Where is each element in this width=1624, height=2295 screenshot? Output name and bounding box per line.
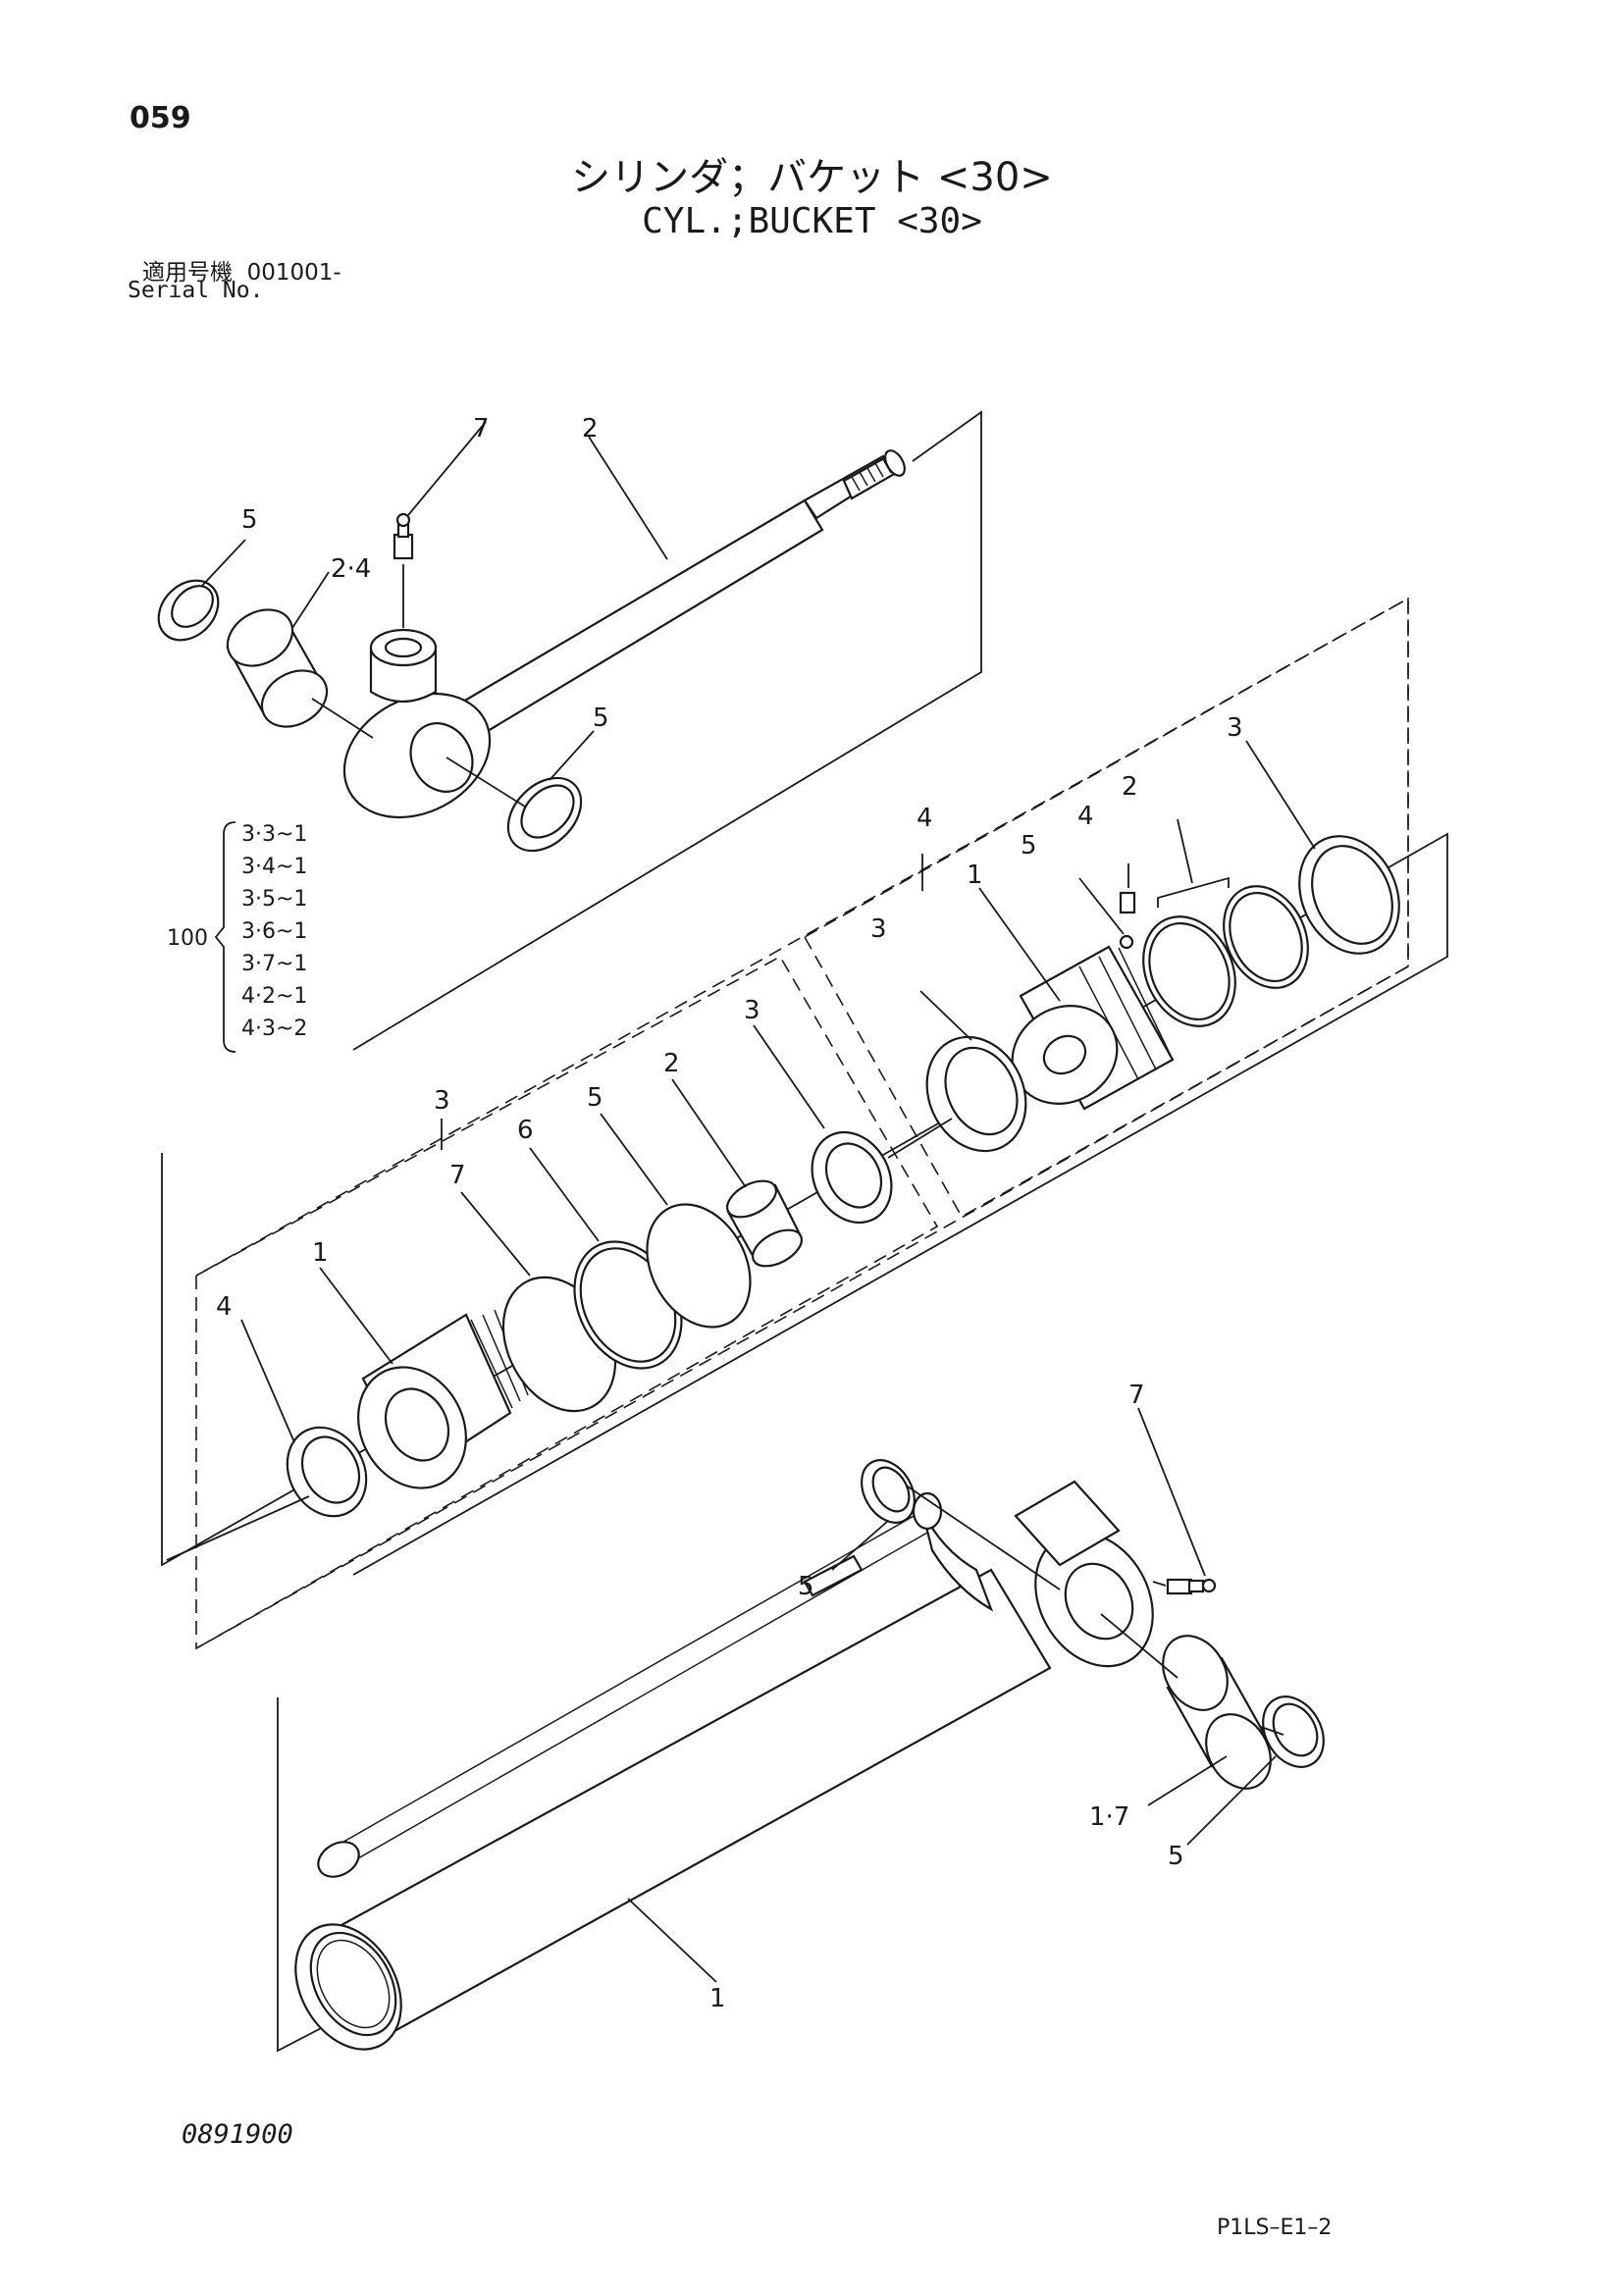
seal-kit-item: 3·7~1 <box>241 952 307 976</box>
label-head-assy: 3 <box>434 1086 450 1116</box>
label-head-oring: 5 <box>587 1083 603 1113</box>
label-piston-screw: 4 <box>1077 802 1094 831</box>
head-oring <box>646 1203 752 1329</box>
label-head-ring: 7 <box>449 1161 466 1190</box>
cylinder-tube <box>307 1568 1052 2048</box>
tube-group: 1 7 5 1·7 5 <box>294 1381 1325 2051</box>
serial-number-label-english: Serial No. <box>128 278 264 303</box>
label-head-seal: 3 <box>744 996 760 1025</box>
label-rod-dust-seal-right: 5 <box>593 704 609 733</box>
piston-group: 4 4 5 2 3 1 3 <box>870 713 1400 1159</box>
grease-fitting-icon <box>393 512 414 560</box>
label-rod: 2 <box>582 414 599 443</box>
piston-rod <box>461 498 824 736</box>
rod-group: 7 2 5 2·4 5 <box>157 410 982 1051</box>
seal-kit-item: 3·6~1 <box>241 919 307 944</box>
label-piston-ball: 5 <box>1021 831 1037 861</box>
label-head-wiper: 4 <box>216 1292 233 1322</box>
label-tube-bushing: 1·7 <box>1089 1802 1129 1832</box>
head-group: 3 7 6 5 2 3 1 4 <box>166 996 893 1561</box>
label-piston: 1 <box>967 861 983 890</box>
label-tube-grease-fitting: 7 <box>1128 1381 1145 1410</box>
label-rod-bushing: 2·4 <box>331 554 371 584</box>
drawing-number: 0891900 <box>182 2119 293 2150</box>
label-tube-dust-seal-top: 5 <box>798 1572 814 1601</box>
label-head-backup: 6 <box>517 1116 534 1145</box>
grease-fitting-icon <box>1166 1578 1217 1595</box>
label-piston-cushion-ring: 3 <box>870 914 887 944</box>
seal-kit-item: 4·3~2 <box>241 1017 307 1041</box>
document-code: P1LS–E1–2 <box>1217 2216 1333 2240</box>
seal-kit-item: 4·2~1 <box>241 984 307 1009</box>
label-piston-rings: 2 <box>1122 772 1138 802</box>
label-piston-assy: 4 <box>917 804 933 833</box>
label-rod-dust-seal-left: 5 <box>241 505 258 535</box>
seal-kit-item: 3·4~1 <box>241 855 307 879</box>
label-tube-dust-seal-bottom: 5 <box>1168 1842 1184 1871</box>
page-title-japanese: シリンダ；バケット <30> <box>571 155 1053 200</box>
label-tube: 1 <box>709 1984 726 2013</box>
page-number: 059 <box>130 101 191 135</box>
label-piston-wear-ring: 3 <box>1227 713 1243 743</box>
seal-kit-item: 3·5~1 <box>241 887 307 912</box>
seal-kit-number: 100 <box>167 926 208 951</box>
label-rod-grease-fitting: 7 <box>473 414 490 443</box>
serial-number-label-japanese: 適用号機 001001- <box>142 260 341 286</box>
seal-kit-item: 3·3~1 <box>241 822 307 847</box>
label-head: 1 <box>312 1238 329 1268</box>
label-head-backup-ring: 2 <box>663 1049 680 1078</box>
seal-kit-list: 100 3·3~1 3·4~1 3·5~1 3·6~1 3·7~1 4·2~1 … <box>167 821 307 1053</box>
page-title-english: CYL.;BUCKET <30> <box>642 201 982 241</box>
